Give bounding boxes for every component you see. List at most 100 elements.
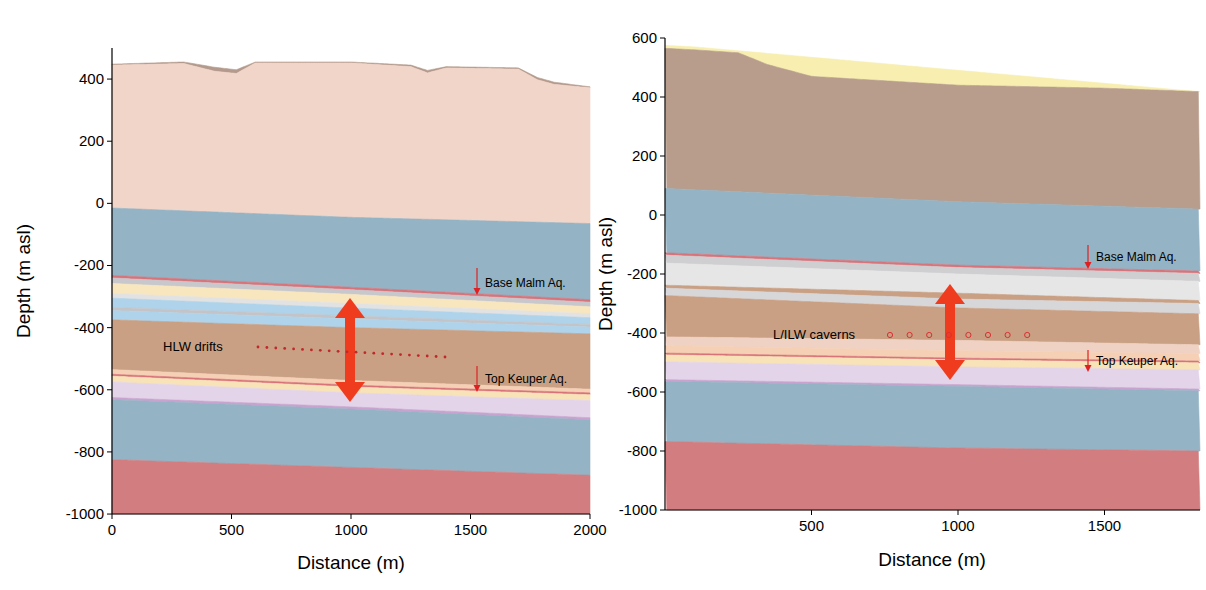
tick-mark — [660, 38, 665, 39]
aquifer-arrowhead — [474, 385, 481, 392]
tick-mark — [590, 514, 591, 519]
aquifer-arrow — [476, 268, 477, 290]
aquifer-arrow — [476, 366, 477, 387]
hlw-drift-dot — [364, 351, 367, 354]
hlw-drift-dot — [417, 354, 420, 357]
aquifer-label: Top Keuper Aq. — [1096, 355, 1178, 368]
hlw-drift-dot — [399, 353, 402, 356]
right-section-layer — [665, 48, 1200, 209]
tick-mark — [107, 141, 112, 142]
x-tick-label: 1500 — [1088, 518, 1121, 535]
x-tick-label: 500 — [799, 518, 824, 535]
y-tick-label: -400 — [74, 319, 104, 336]
x-tick-label: 2000 — [573, 522, 606, 539]
tick-mark — [1104, 510, 1105, 515]
cavern-circle — [1025, 332, 1030, 337]
right-x-axis — [665, 509, 1200, 510]
x-tick-label: 1000 — [334, 522, 367, 539]
y-tick-label: -400 — [627, 325, 657, 342]
hlw-drift-dot — [301, 348, 304, 351]
cavern-circle — [907, 332, 912, 337]
aquifer-arrow — [1087, 245, 1088, 264]
cavern-circle — [985, 332, 990, 337]
hlw-drift-dot — [355, 351, 358, 354]
tick-mark — [351, 514, 352, 519]
y-tick-label: 200 — [79, 133, 104, 150]
tick-mark — [107, 451, 112, 452]
tick-mark — [660, 215, 665, 216]
x-tick-label: 0 — [108, 522, 116, 539]
y-tick-label: -800 — [627, 443, 657, 460]
tick-mark — [107, 327, 112, 328]
hlw-drift-dot — [372, 352, 375, 355]
aquifer-label: Top Keuper Aq. — [485, 373, 567, 386]
aquifer-arrowhead — [1085, 262, 1092, 269]
x-axis-title: Distance (m) — [878, 550, 986, 571]
y-tick-label: 200 — [632, 148, 657, 165]
tick-mark — [112, 514, 113, 519]
aquifer-label: Base Malm Aq. — [1096, 251, 1177, 264]
right-arrow-shaft — [945, 302, 955, 362]
hlw-drift-dot — [292, 348, 295, 351]
y-tick-label: -600 — [627, 384, 657, 401]
cavern-circle — [946, 332, 951, 337]
left-section-layer — [112, 63, 590, 224]
right-section-layer — [665, 442, 1200, 510]
y-tick-label: 0 — [649, 207, 657, 224]
tick-mark — [107, 389, 112, 390]
repository-label: HLW drifts — [163, 340, 223, 354]
y-tick-label: -1000 — [66, 506, 104, 523]
left-arrow-head — [335, 298, 365, 318]
y-tick-label: 600 — [632, 30, 657, 47]
cavern-circle — [1005, 332, 1010, 337]
cavern-circle — [927, 332, 932, 337]
right-section-layer — [665, 296, 1200, 345]
tick-mark — [811, 510, 812, 515]
hlw-drift-dot — [426, 355, 429, 358]
tick-mark — [958, 510, 959, 515]
hlw-drift-dot — [408, 354, 411, 357]
hlw-drift-dot — [319, 349, 322, 352]
tick-mark — [660, 392, 665, 393]
y-tick-label: -800 — [74, 444, 104, 461]
y-tick-label: -200 — [627, 266, 657, 283]
hlw-drift-dot — [381, 352, 384, 355]
aquifer-arrowhead — [1085, 365, 1092, 372]
tick-mark — [660, 510, 665, 511]
hlw-drift-dot — [390, 353, 393, 356]
tick-mark — [660, 97, 665, 98]
right-arrow-head — [935, 284, 965, 304]
y-tick-label: 400 — [79, 71, 104, 88]
aquifer-arrowhead — [474, 288, 481, 295]
tick-mark — [660, 451, 665, 452]
y-axis-title: Depth (m asl) — [14, 224, 35, 338]
hlw-drift-dot — [257, 346, 260, 349]
hlw-drift-dot — [337, 350, 340, 353]
aquifer-arrow — [1087, 350, 1088, 367]
hlw-drift-dot — [283, 347, 286, 350]
cavern-circle — [887, 332, 892, 337]
right-section-layer — [665, 381, 1200, 451]
y-axis-title: Depth (m asl) — [596, 217, 617, 331]
y-tick-label: -600 — [74, 382, 104, 399]
left-section-layer — [112, 460, 590, 514]
x-tick-label: 1000 — [941, 518, 974, 535]
left-y-axis — [111, 48, 112, 514]
x-tick-label: 500 — [219, 522, 244, 539]
x-tick-label: 1500 — [454, 522, 487, 539]
y-tick-label: 400 — [632, 89, 657, 106]
y-tick-label: -1000 — [619, 502, 657, 519]
repository-label: L/ILW caverns — [773, 328, 855, 342]
hlw-drift-dot — [346, 350, 349, 353]
hlw-drift-dot — [274, 347, 277, 350]
y-tick-label: 0 — [96, 195, 104, 212]
left-arrow-shaft — [345, 316, 355, 384]
tick-mark — [660, 156, 665, 157]
tick-mark — [107, 514, 112, 515]
tick-mark — [231, 514, 232, 519]
hlw-drift-dot — [266, 346, 269, 349]
aquifer-label: Base Malm Aq. — [485, 277, 566, 290]
y-tick-label: -200 — [74, 257, 104, 274]
tick-mark — [107, 265, 112, 266]
hlw-drift-dot — [310, 349, 313, 352]
